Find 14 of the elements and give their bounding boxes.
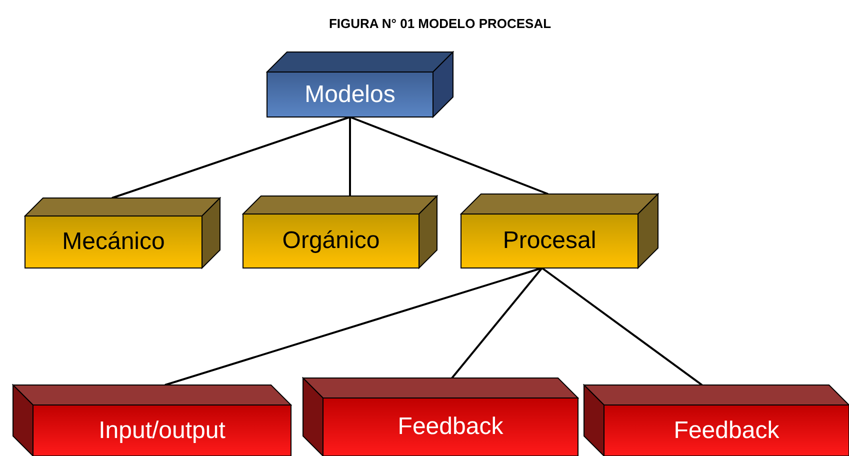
box-label: Procesal [502, 227, 596, 255]
figure-title: FIGURA N° 01 MODELO PROCESAL [328, 16, 552, 31]
box-label: Feedback [674, 416, 780, 444]
box-label: Mecánico [62, 228, 165, 256]
box-label: Input/output [98, 416, 226, 444]
box-label: Modelos [304, 80, 396, 108]
connector-line [112, 116, 350, 199]
box-label: Orgánico [282, 227, 380, 255]
connector-line [541, 267, 703, 386]
connector-line [164, 267, 542, 386]
connector-line [451, 267, 543, 379]
connector-line [350, 116, 548, 195]
connector-line [349, 117, 351, 196]
box-label: Feedback [398, 413, 504, 441]
